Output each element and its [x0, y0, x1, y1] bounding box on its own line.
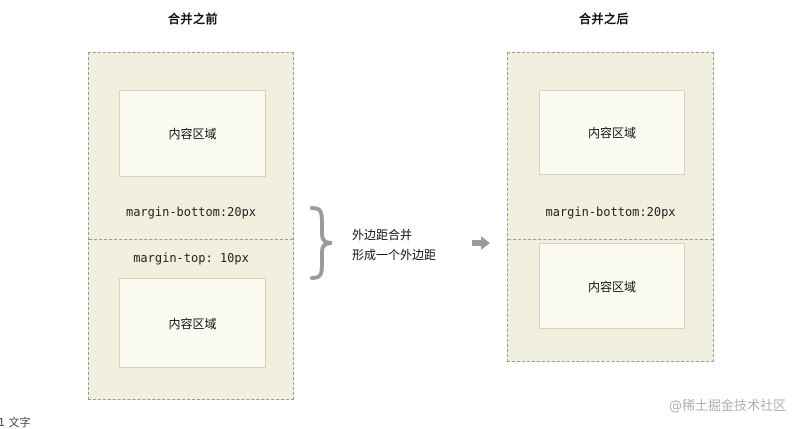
content-area-label: 内容区域 [587, 279, 636, 294]
content-area-label: 内容区域 [168, 316, 217, 331]
before-diagram: 内容区域 margin-bottom:20px margin-top: 10px… [88, 52, 294, 400]
merge-note-line1: 外边距合并 [352, 228, 413, 242]
content-area-label: 内容区域 [168, 127, 217, 141]
before-margin-bottom-label: margin-bottom:20px [125, 205, 257, 219]
before-margin-top-label: margin-top: 10px [133, 251, 249, 265]
curly-brace-icon [310, 206, 333, 280]
watermark: @稀土掘金技术社区 [668, 399, 786, 414]
merge-note: 外边距合并 形成一个外边距 [352, 225, 436, 265]
before-title: 合并之前 [168, 12, 219, 26]
after-content-area-bottom: 内容区域 [539, 243, 685, 329]
before-margin-divider [89, 239, 293, 240]
after-content-area-top: 内容区域 [539, 90, 685, 175]
after-margin-bottom-label: margin-bottom:20px [545, 205, 676, 219]
before-content-area-top: 内容区域 [119, 90, 266, 177]
corner-text: 1 文字 [0, 416, 31, 429]
after-title: 合并之后 [579, 12, 630, 26]
after-diagram: 内容区域 margin-bottom:20px 内容区域 [507, 52, 714, 362]
before-content-area-bottom: 内容区域 [119, 278, 266, 368]
content-area-label: 内容区域 [587, 126, 636, 140]
merge-note-line2: 形成一个外边距 [352, 248, 437, 262]
after-margin-divider [508, 239, 713, 240]
right-arrow-icon [472, 236, 490, 250]
